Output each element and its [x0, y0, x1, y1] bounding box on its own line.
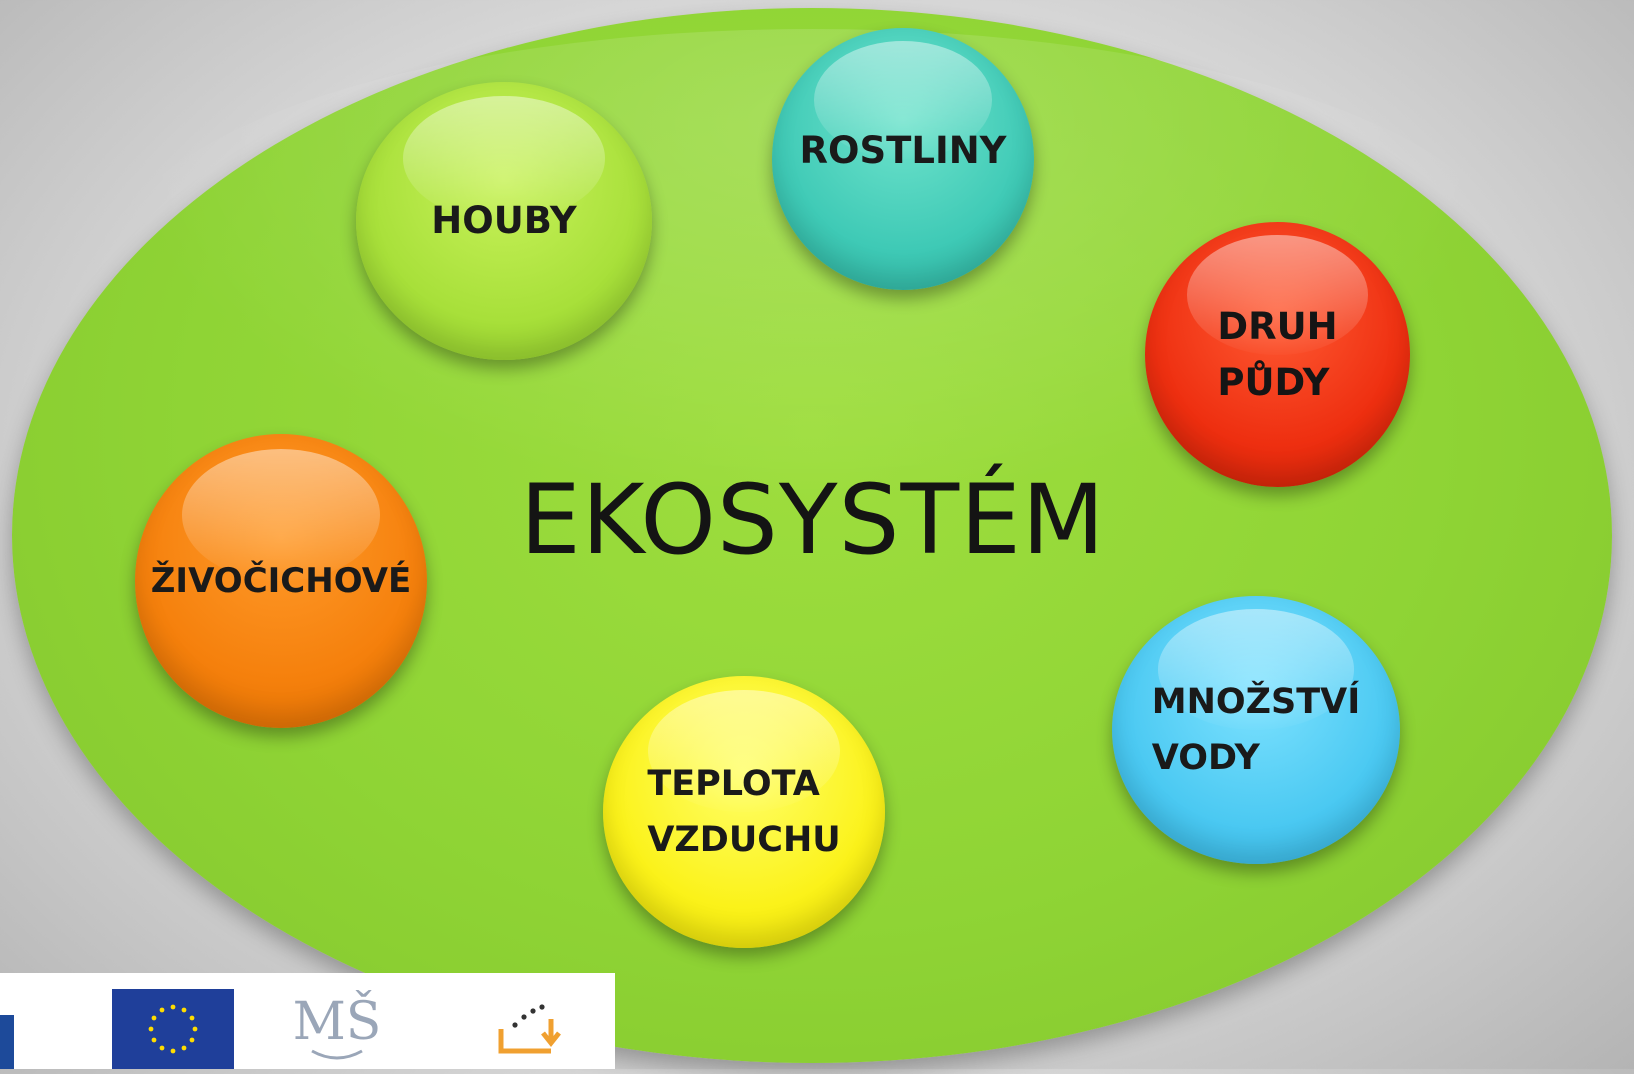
node-rostliny-line-1: ROSTLINY [799, 129, 1007, 172]
node-teplota-vzduchu-line-2: VZDUCHU [647, 820, 841, 860]
node-mnozstvi-vody-label: MNOŽSTVÍ VODY [1152, 674, 1360, 786]
node-druh-pudy-line-1: DRUH [1217, 304, 1338, 348]
node-rostliny-label: ROSTLINY [800, 123, 1007, 179]
op-vk-arrow-icon [498, 1004, 561, 1054]
eu-flag-logo [112, 989, 234, 1069]
node-mnozstvi-vody-line-1: MNOŽSTVÍ [1151, 682, 1361, 722]
node-teplota-vzduchu-label: TEPLOTA VZDUCHU [647, 756, 840, 868]
node-zivocichove: ŽIVOČICHOVÉ [135, 434, 427, 728]
node-druh-pudy-label: DRUH PŮDY [1217, 299, 1337, 411]
msmt-logo: MŠ [292, 981, 382, 1069]
node-teplota-vzduchu-line-1: TEPLOTA [647, 764, 820, 804]
esf-logo [0, 1015, 14, 1069]
node-houby: HOUBY [356, 82, 652, 360]
center-title: EKOSYSTÉM [520, 464, 1106, 576]
node-houby-label: HOUBY [431, 193, 576, 249]
node-mnozstvi-vody-line-2: VODY [1151, 738, 1260, 778]
node-rostliny: ROSTLINY [772, 28, 1034, 290]
eu-stars-icon [148, 1004, 198, 1054]
op-vk-logo [495, 989, 567, 1069]
node-mnozstvi-vody: MNOŽSTVÍ VODY [1112, 596, 1400, 864]
msmt-letters: MŠ [293, 990, 382, 1052]
msmt-emblem-icon: MŠ [293, 990, 382, 1060]
node-zivocichove-line-1: ŽIVOČICHOVÉ [150, 561, 412, 601]
logo-footer: MŠ [0, 973, 615, 1069]
node-druh-pudy: DRUH PŮDY [1145, 222, 1410, 487]
node-teplota-vzduchu: TEPLOTA VZDUCHU [603, 676, 885, 948]
node-houby-line-1: HOUBY [431, 199, 577, 242]
node-zivocichove-label: ŽIVOČICHOVÉ [151, 553, 411, 609]
node-druh-pudy-line-2: PŮDY [1217, 360, 1330, 404]
